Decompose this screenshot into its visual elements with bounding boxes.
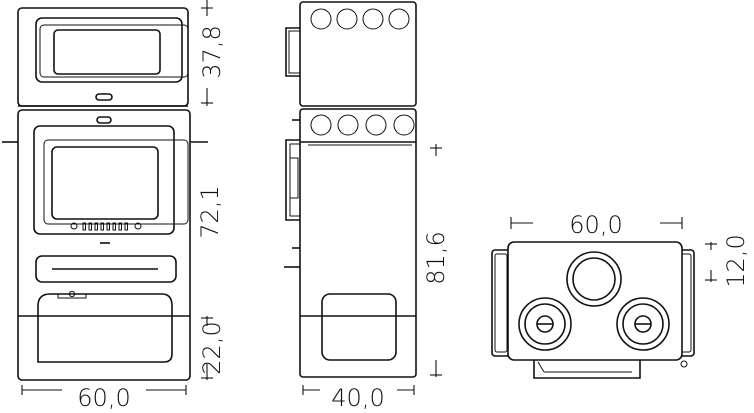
side-upper-burners [310, 8, 410, 30]
control-knobs [70, 222, 142, 231]
lower-height-label: 72,1 [196, 185, 224, 238]
top-knob [96, 116, 112, 124]
upper-unit-body [17, 7, 189, 107]
side-upper-body [299, 1, 417, 107]
dim-side-height: 81,6 [422, 144, 450, 377]
dim-top-width: 60,0 [510, 211, 683, 239]
top-burner-left [518, 297, 572, 351]
front-width-label: 60,0 [77, 384, 130, 412]
dim-top-depth: 12,0 [705, 234, 750, 288]
upper-door-handle [39, 24, 189, 78]
plinth-height-label: 22,0 [198, 321, 226, 374]
oven-door [33, 125, 175, 235]
upper-unit-window [53, 29, 161, 75]
top-front-handle [533, 360, 641, 379]
front-view [2, 7, 208, 381]
dim-lower-height: 72,1 [196, 185, 224, 238]
lower-unit-body [17, 109, 191, 381]
dim-upper-height: 37,8 [198, 0, 226, 106]
top-view [491, 241, 695, 379]
dim-side-depth: 40,0 [302, 384, 415, 412]
side-lower-body [299, 108, 417, 378]
top-depth-label: 12,0 [722, 234, 750, 287]
plinth-latch [57, 294, 87, 299]
top-width-label: 60,0 [569, 211, 622, 239]
side-depth-label: 40,0 [331, 384, 384, 412]
side-view [284, 1, 417, 378]
drawer-front [35, 255, 177, 283]
oven-door-handle [43, 139, 189, 225]
upper-knob [95, 93, 113, 101]
dim-front-width: 60,0 [21, 384, 187, 412]
plinth-door [37, 293, 173, 363]
top-burner-right [616, 297, 670, 351]
side-upper-handle [285, 27, 300, 77]
upper-unit-door [35, 17, 183, 83]
latch-ring [68, 290, 76, 298]
side-door-handle [285, 139, 300, 221]
dim-plinth-height: 22,0 [198, 316, 226, 380]
side-lower-burners [310, 114, 415, 136]
top-large-burner [566, 251, 622, 307]
side-height-label: 81,6 [422, 231, 450, 284]
side-plinth-door [321, 293, 397, 361]
oven-window [51, 146, 159, 220]
upper-height-label: 37,8 [198, 25, 226, 78]
